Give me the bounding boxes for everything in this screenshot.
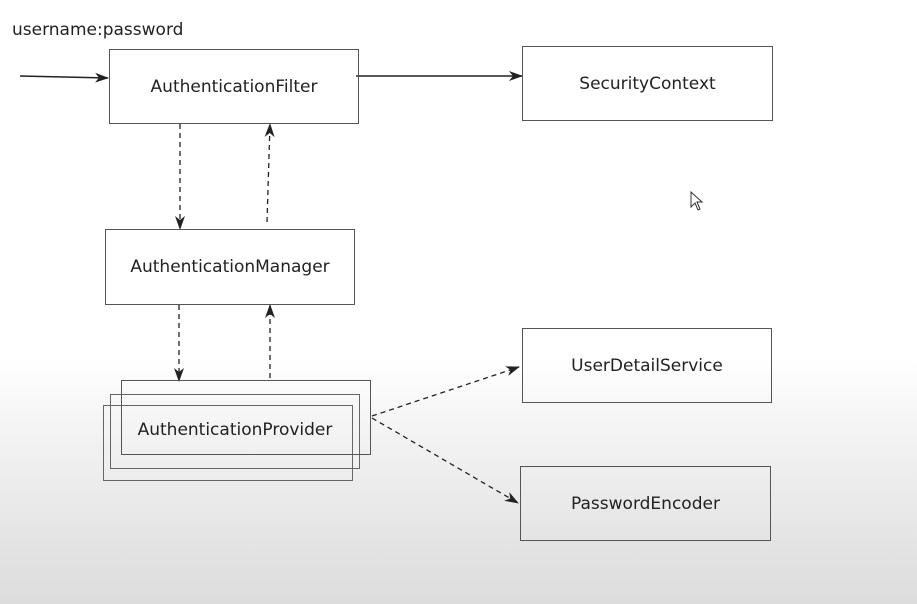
authentication-provider-stack-middle (110, 394, 360, 469)
provider-to-password-encoder-arrow (371, 417, 519, 504)
security-context-box: SecurityContext (522, 46, 773, 121)
user-detail-service-label: UserDetailService (571, 355, 723, 376)
input-arrow (19, 72, 109, 83)
security-context-label: SecurityContext (579, 73, 716, 94)
manager-to-filter-arrow (264, 123, 275, 223)
user-detail-service-box: UserDetailService (522, 328, 772, 403)
password-encoder-label: PasswordEncoder (571, 493, 720, 514)
authentication-provider-stack-back (103, 405, 353, 481)
authentication-manager-box: AuthenticationManager (105, 229, 355, 305)
authentication-filter-box: AuthenticationFilter (109, 49, 359, 124)
authentication-manager-label: AuthenticationManager (130, 257, 330, 277)
mouse-pointer-icon (690, 190, 704, 211)
authentication-provider-box (121, 380, 371, 455)
authentication-filter-label: AuthenticationFilter (150, 76, 318, 97)
authentication-provider-label: AuthenticationProvider (137, 420, 333, 440)
provider-to-user-detail-service-arrow (371, 366, 520, 417)
input-credentials-label: username:password (12, 20, 184, 40)
password-encoder-box: PasswordEncoder (520, 466, 771, 541)
